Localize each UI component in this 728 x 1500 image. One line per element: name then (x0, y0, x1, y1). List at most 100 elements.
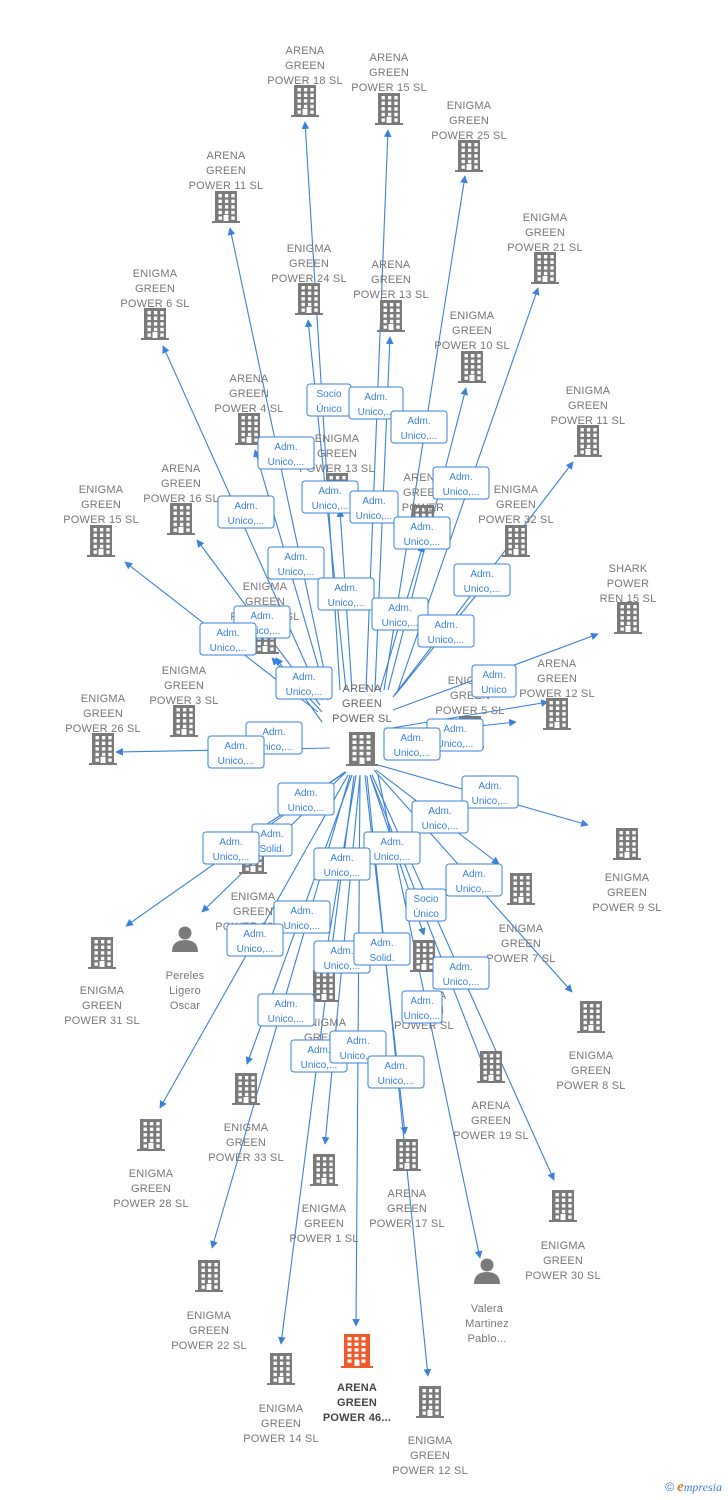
node-label-line: POWER (607, 578, 650, 590)
relation-label-line: Socio (413, 894, 438, 905)
relation-label[interactable]: Adm.Unico,... (317, 577, 375, 611)
relation-label[interactable]: Adm.Unico,... (393, 516, 451, 550)
relation-label[interactable]: Adm.Unico,... (207, 735, 265, 769)
relation-label[interactable]: Adm.Unico,... (432, 466, 490, 500)
node-label-line: GREEN (471, 1115, 511, 1127)
node-label-line: GREEN (607, 887, 647, 899)
empresia-brand[interactable]: ©empresia (665, 1479, 722, 1496)
relation-label[interactable]: Adm.Unico,... (275, 666, 333, 700)
relation-label[interactable]: Adm.Unico,... (371, 597, 429, 631)
relation-label[interactable]: Adm.Unico,... (417, 614, 475, 648)
relation-label-line: Solid. (369, 953, 394, 964)
node-label-line: POWER 13 SL (299, 463, 375, 475)
relation-label-line: Unico,... (437, 739, 474, 750)
building-icon (531, 252, 559, 284)
relation-label[interactable]: Adm.Solid. (353, 932, 411, 966)
relation-label[interactable]: Adm.Unico,... (349, 490, 399, 524)
relation-label[interactable]: Adm.Unico,... (329, 1030, 387, 1064)
relation-label-line: Unico,... (374, 852, 411, 863)
relation-label[interactable]: Adm.Unico,... (411, 800, 469, 834)
brand-initial: e (677, 1479, 684, 1495)
node-label-line: ARENA (337, 1382, 377, 1394)
relation-label-line: Unico,... (228, 516, 265, 527)
relation-label[interactable]: Adm. Unico,... (257, 993, 315, 1027)
relation-label-line: Unico,... (284, 921, 321, 932)
relation-label[interactable]: Adm.Unico,... (267, 546, 325, 580)
relation-label[interactable]: Adm.Unico,... (199, 622, 257, 656)
node-label-line: ARENA (472, 1100, 511, 1112)
relation-label[interactable]: Adm.Unico,... (432, 956, 490, 990)
relation-label[interactable]: Adm.Unico,... (390, 410, 448, 444)
relation-label[interactable]: Adm.Unico,... (277, 782, 335, 816)
relation-label[interactable]: Adm.Unico,... (453, 563, 511, 597)
node-label-line: POWER 15 SL (351, 82, 427, 94)
relation-label[interactable]: Adm.Unico,... (217, 495, 275, 529)
relation-label-line: Unico,... (324, 868, 361, 879)
relation-label[interactable]: Adm.Unico,... (445, 863, 503, 897)
relation-label-line: Unico,... (312, 501, 349, 512)
relation-label[interactable]: Adm.Unico (471, 664, 517, 698)
building-icon (212, 191, 240, 223)
relation-label-line: Adm. (274, 999, 297, 1010)
node-label-line: GREEN (387, 1203, 427, 1215)
relation-label[interactable]: Adm.Unico,... (363, 831, 421, 865)
relation-label[interactable]: Adm.Unico,... (257, 436, 315, 470)
relation-label[interactable]: Adm.Unico,... (461, 775, 519, 809)
relation-label-line: Unico,... (268, 1014, 305, 1025)
relation-label-line: Unico,... (278, 567, 315, 578)
node-label-line: ENIGMA (162, 665, 207, 677)
relation-label[interactable]: Adm.Unico,... (401, 990, 443, 1024)
relation-label[interactable]: Adm.Unico,... (202, 831, 260, 865)
node-label-line: GREEN (131, 1183, 171, 1195)
node-label-line: ENIGMA (566, 385, 611, 397)
node-label-line: GREEN (337, 1397, 377, 1409)
relation-label-line: Adm. (216, 628, 239, 639)
relation-label[interactable]: Adm.Unico,... (226, 923, 284, 957)
node-valera[interactable]: ValeraMartinezPablo... (465, 1258, 509, 1346)
relation-label[interactable]: Adm.Unico,... (313, 847, 371, 881)
building-icon (377, 300, 405, 332)
relation-label[interactable]: Adm.Unico,... (348, 386, 404, 420)
relation-label[interactable]: Adm.Unico,... (426, 718, 484, 752)
relation-label[interactable]: Adm.Unico,... (273, 900, 331, 934)
relation-label[interactable]: Adm.Unico,... (367, 1055, 425, 1089)
relation-label[interactable]: Adm.Unico,... (383, 727, 441, 761)
node-label-line: ENIGMA (499, 923, 544, 935)
